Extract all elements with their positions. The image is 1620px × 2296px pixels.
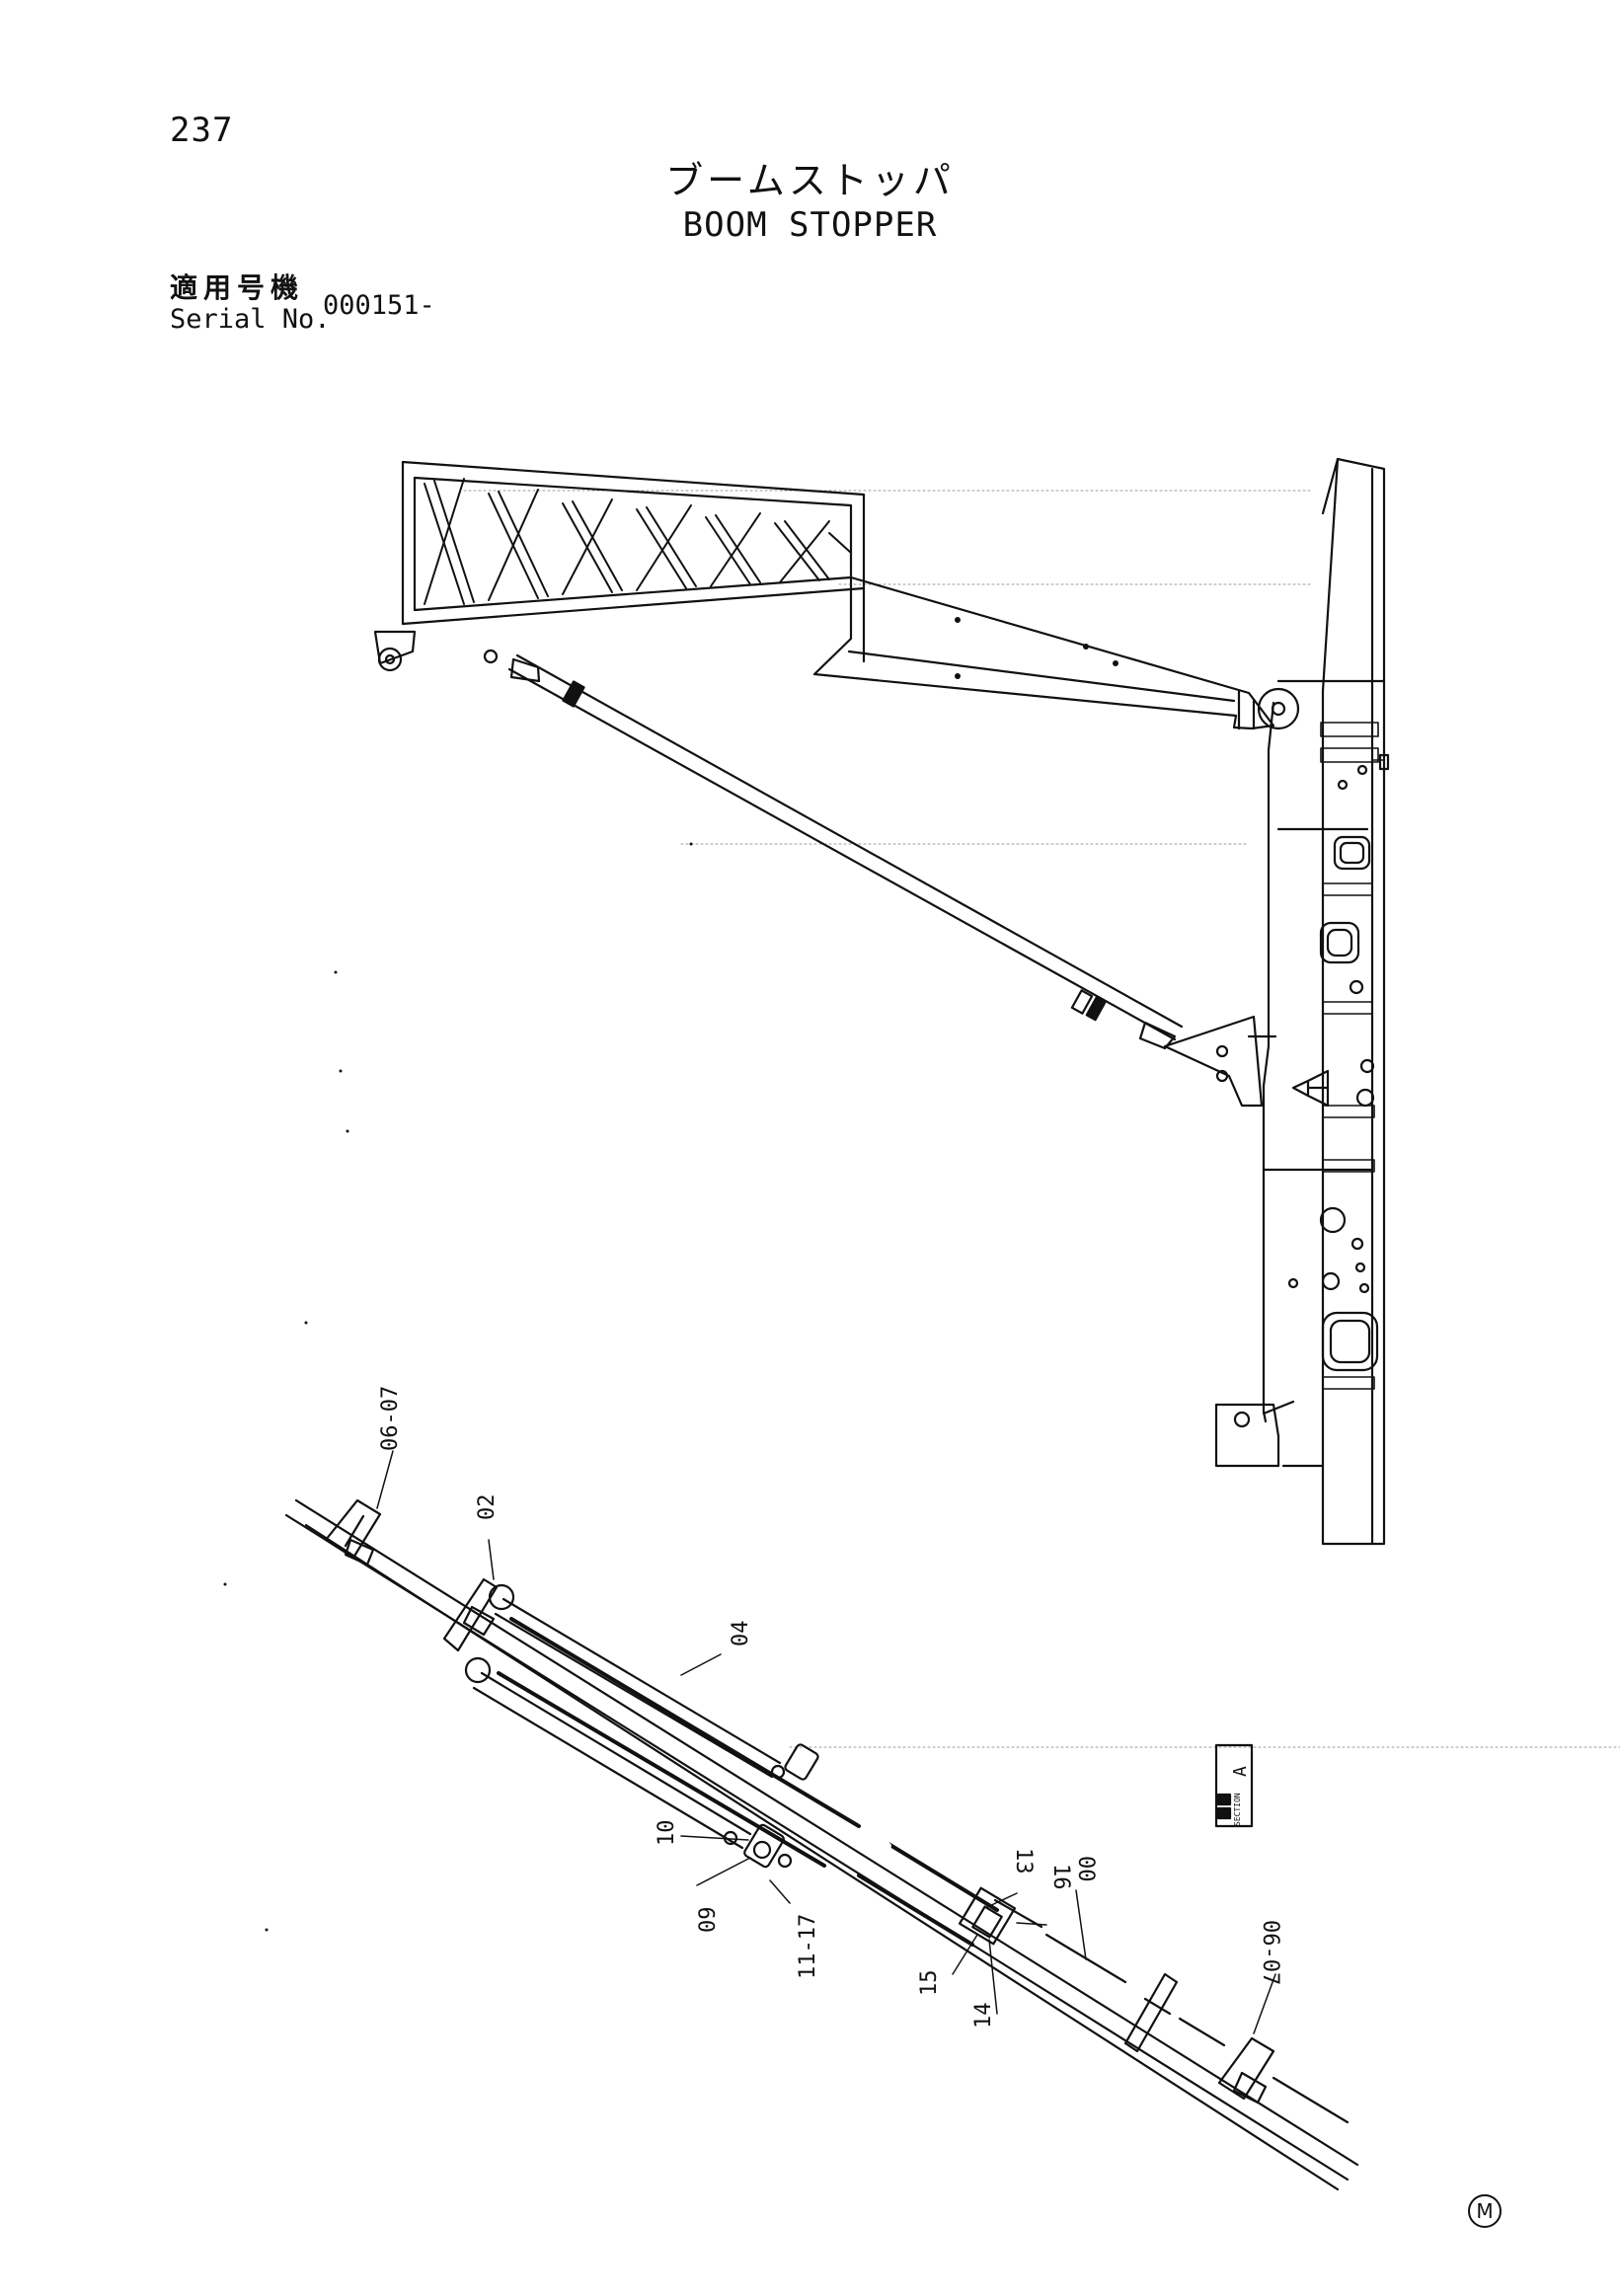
callout-10: 10: [655, 1820, 679, 1847]
page-title-jp: ブームストッパ: [665, 159, 955, 202]
callout-06-07-top: 06-07: [378, 1386, 403, 1451]
section-word: SECTION: [1233, 1793, 1242, 1826]
stopper-rod-upper: [507, 653, 1184, 1050]
serial-value: 000151-: [323, 290, 435, 321]
page-number: 237: [170, 111, 234, 150]
scatter-specks: [223, 842, 693, 1932]
callout-16: 16: [1048, 1864, 1073, 1890]
callout-15: 15: [917, 1970, 942, 1997]
m-mark: M: [1468, 2194, 1502, 2228]
callout-11-17: 11-17: [796, 1914, 820, 1979]
serial-label-en: Serial No.: [170, 304, 331, 335]
callout-06-07-bottom: 06-07: [1258, 1920, 1282, 1985]
callout-00: 00: [1073, 1856, 1098, 1882]
callout-labels: 06-07 02 04 10 09 11-17 13 16 00 15 14 0…: [378, 1386, 1282, 2028]
serial-label-jp: 適用号機: [170, 271, 305, 304]
callout-02: 02: [475, 1494, 500, 1521]
lattice-boom: [373, 460, 1300, 730]
callout-13: 13: [1011, 1848, 1036, 1875]
callout-14: 14: [971, 2003, 996, 2029]
section-letter: A: [1230, 1766, 1251, 1777]
section-marker-box: [1214, 1743, 1254, 1828]
callout-09: 09: [696, 1907, 721, 1934]
page-title-en: BOOM STOPPER: [682, 205, 938, 245]
main-frame: [1163, 457, 1390, 1546]
dotted-guide-lines: [463, 490, 1620, 1748]
section-a-detail: [284, 1450, 1359, 2191]
callout-04: 04: [729, 1621, 753, 1647]
